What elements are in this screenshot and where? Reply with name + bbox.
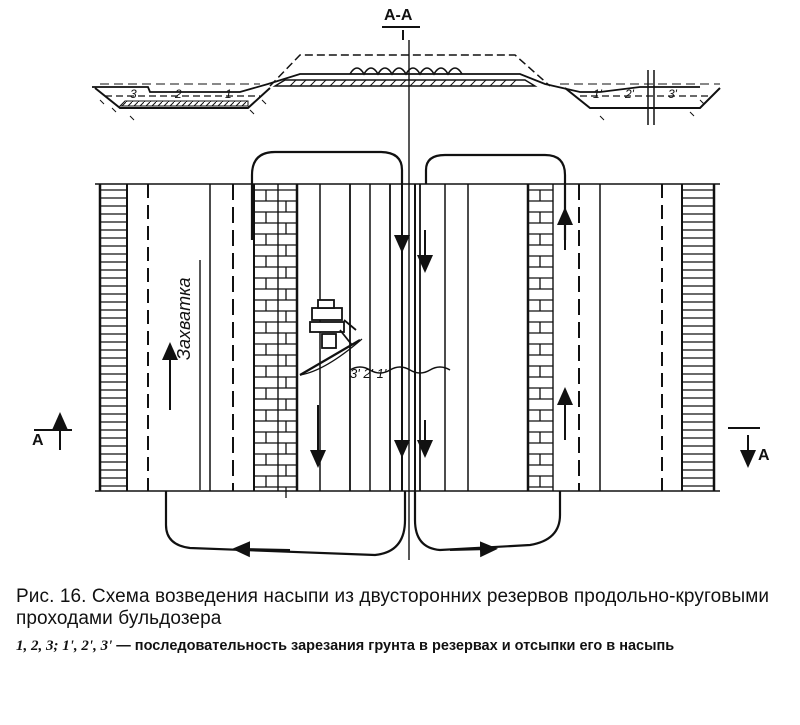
cross-left-num-3: 3	[130, 87, 137, 101]
section-mark-left: А	[32, 432, 44, 449]
cross-right-num-1p: 1'	[593, 87, 603, 101]
left-reserve-strip	[98, 184, 299, 498]
plan-view	[34, 150, 760, 558]
bulldozer-path-bottom-left	[164, 491, 407, 557]
plan-numbers: 3' 2' 1'	[350, 366, 387, 381]
cross-section-a-a: А-А	[92, 7, 721, 125]
section-label: А-А	[384, 7, 413, 24]
right-reserve-strip	[526, 184, 716, 491]
cross-right-num-2p: 2'	[624, 87, 635, 101]
section-mark-right: А	[758, 447, 770, 464]
caption-legend-text: — последовательность зарезания грунта в …	[112, 638, 675, 654]
arrow-right-bottom	[449, 541, 498, 558]
brick-pattern-right	[528, 189, 553, 488]
arrow-left-bottom	[232, 541, 291, 558]
bulldozer-scheme-diagram: А-А 3 2 1 1' 2' 3'	[32, 7, 770, 560]
caption-legend: 1, 2, 3; 1', 2', 3' — последовательность…	[16, 638, 788, 655]
soil-mounds	[349, 67, 463, 76]
bulldozer-path-left-loop	[250, 150, 404, 240]
brick-pattern-left	[254, 189, 297, 498]
ground-surface	[92, 73, 700, 93]
cut-trace	[349, 366, 451, 374]
caption-legend-nums: 1, 2, 3; 1', 2', 3'	[16, 638, 113, 654]
bulldozer-path-right-loop	[424, 153, 567, 240]
bulldozer-path-bottom-right	[413, 491, 562, 552]
bulldozer-icon	[299, 299, 363, 376]
caption-title: Рис. 16. Схема возведения насыпи из двус…	[16, 586, 770, 629]
cross-right-num-3p: 3'	[668, 87, 678, 101]
embankment	[269, 54, 551, 87]
figure-caption: Рис. 16. Схема возведения насыпи из двус…	[16, 586, 788, 655]
left-reserve-pit	[94, 87, 271, 109]
zone-label: Захватка	[174, 277, 194, 360]
cross-left-num-2: 2	[174, 87, 182, 101]
right-reserve-pit	[564, 87, 721, 109]
cross-left-num-1: 1	[225, 87, 232, 101]
